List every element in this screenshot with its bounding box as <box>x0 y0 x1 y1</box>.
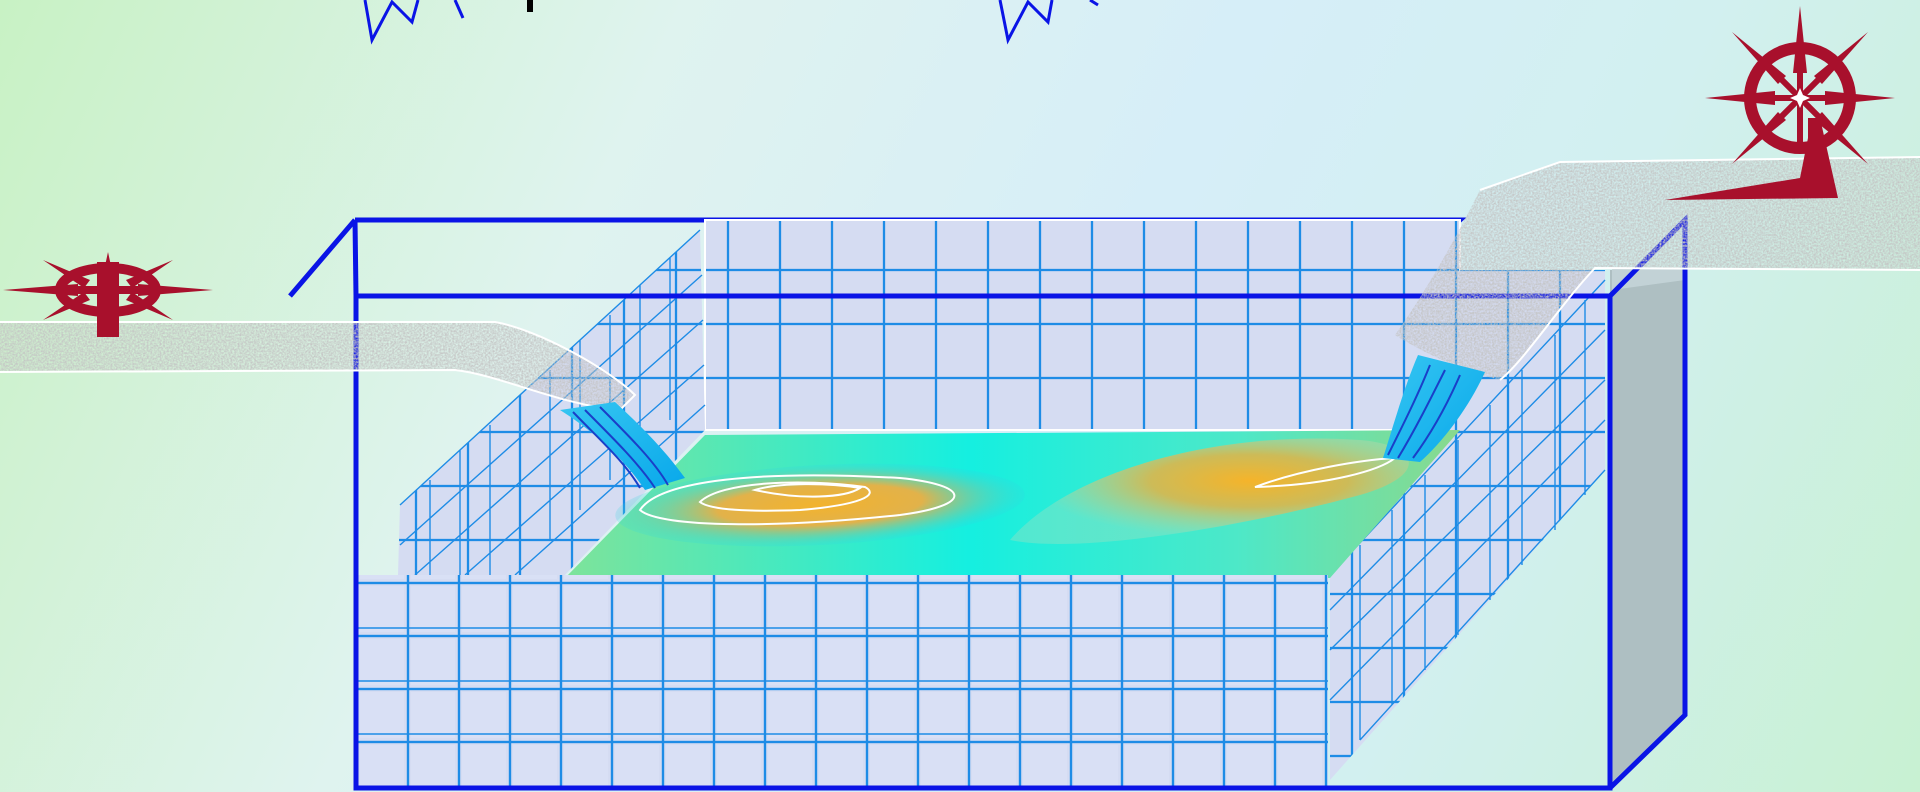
valve-wheel-icon <box>1665 6 1895 200</box>
tank-side-panel <box>1610 270 1685 788</box>
back-tile-wall <box>704 219 1461 431</box>
valve-wheel-icon <box>3 252 213 337</box>
water-surface <box>565 430 1460 578</box>
temperature-hotspot-right <box>1010 438 1409 544</box>
left-water-flow <box>560 402 685 490</box>
front-tile-wall <box>358 575 1328 787</box>
left-tile-wall <box>398 229 706 576</box>
right-water-flow <box>1383 355 1485 462</box>
spark-icon <box>998 0 1099 45</box>
right-inlet-pipe <box>1395 156 1920 381</box>
spark-icon <box>363 0 533 45</box>
right-tile-wall <box>1329 270 1606 780</box>
temperature-hotspot-left <box>615 463 1025 547</box>
